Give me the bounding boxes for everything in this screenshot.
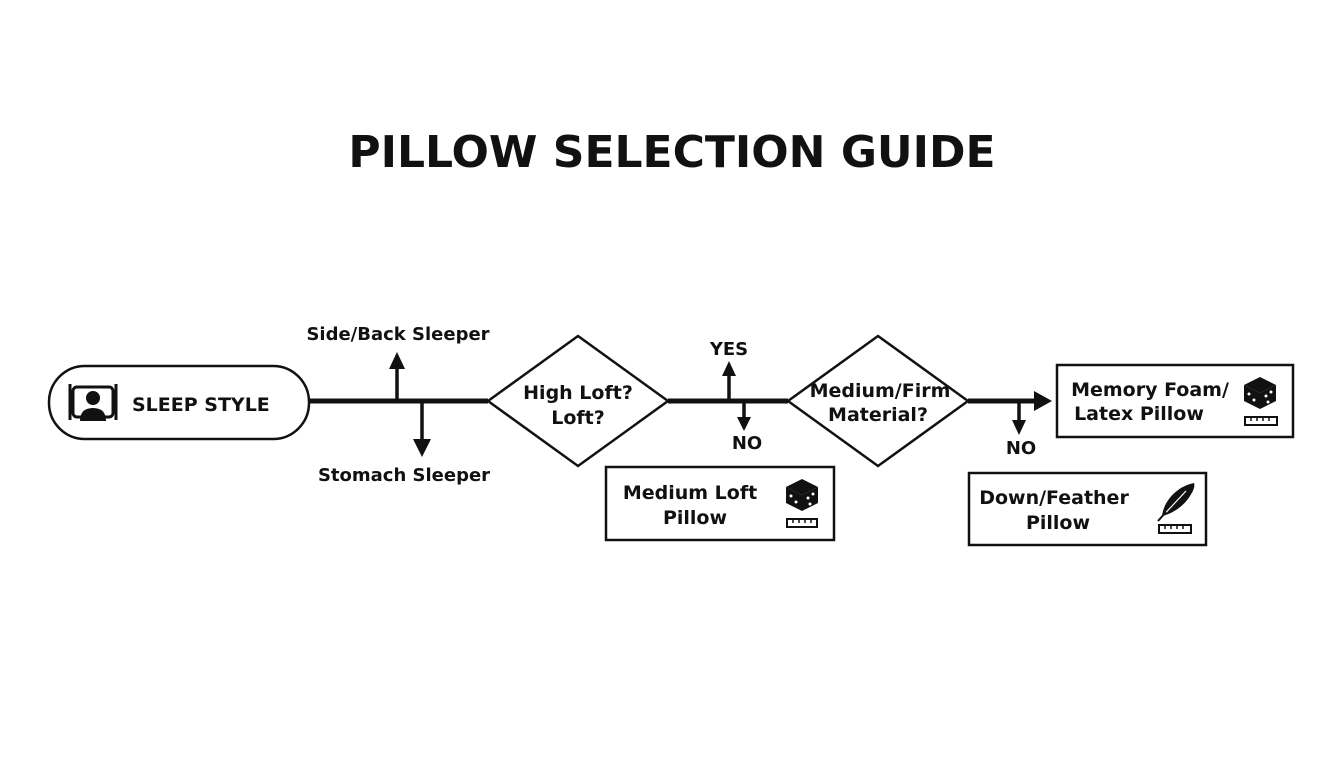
outcome-medium-loft-pillow: Medium Loft Pillow	[604, 465, 836, 542]
branch-up-arrowhead	[389, 352, 405, 369]
start-node-label: SLEEP STYLE	[132, 394, 270, 416]
ruler-icon	[1158, 524, 1192, 534]
foam-block-icon	[786, 479, 818, 511]
svg-text:Medium/Firm: Medium/Firm	[810, 380, 951, 402]
ruler-icon	[1244, 416, 1278, 426]
svg-text:Material?: Material?	[828, 404, 928, 426]
side-back-sleeper-label: Side/Back Sleeper	[306, 324, 489, 345]
foam-block-icon	[1244, 377, 1276, 409]
outcome-memory-foam-latex-pillow: Memory Foam/ Latex Pillow	[1055, 363, 1295, 439]
svg-text:Down/Feather: Down/Feather	[979, 487, 1129, 509]
arrow-to-memory-foam	[1034, 391, 1052, 411]
ruler-icon	[786, 518, 818, 528]
svg-text:Pillow: Pillow	[663, 507, 727, 529]
branch-down-arrowhead	[413, 439, 431, 457]
outcome-down-feather-pillow: Down/Feather Pillow	[967, 471, 1208, 547]
no-arrowhead-2	[1012, 420, 1026, 435]
no-label-2: NO	[1006, 438, 1036, 459]
svg-text:Memory Foam/: Memory Foam/	[1071, 379, 1229, 401]
start-node-sleep-style: SLEEP STYLE	[47, 364, 311, 441]
svg-text:High Loft?: High Loft?	[523, 382, 633, 404]
yes-label: YES	[709, 339, 748, 360]
sleeping-person-icon	[68, 384, 118, 421]
svg-text:Medium Loft: Medium Loft	[623, 482, 757, 504]
svg-text:Latex Pillow: Latex Pillow	[1074, 403, 1204, 425]
no-label-1: NO	[732, 433, 762, 454]
svg-text:Pillow: Pillow	[1026, 512, 1090, 534]
diagram-title: PILLOW SELECTION GUIDE	[348, 127, 995, 178]
stomach-sleeper-label: Stomach Sleeper	[318, 465, 490, 486]
svg-text:Loft?: Loft?	[551, 407, 605, 429]
decision-high-loft: High Loft? Loft?	[485, 334, 671, 468]
yes-arrowhead	[722, 361, 736, 376]
feather-icon	[1157, 483, 1195, 522]
decision-medium-firm-material: Medium/Firm Material?	[785, 334, 971, 468]
no-arrowhead-1	[737, 417, 751, 431]
